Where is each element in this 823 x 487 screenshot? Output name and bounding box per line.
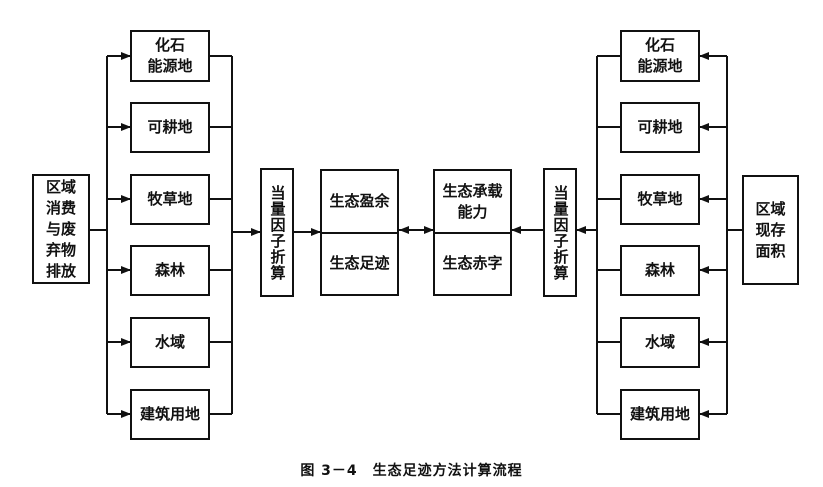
left-equivalence-factor-box: 当量因子折算 [260,168,294,297]
ecological-capacity-label: 生态承载 能力 [435,171,510,234]
right-category-arable-land: 可耕地 [620,102,700,153]
figure-caption: 图 3－4 生态足迹方法计算流程 [300,463,523,479]
left-result-box: 生态盈余 生态足迹 [320,169,399,296]
regional-consumption-box: 区域 消费 与废 弃物 排放 [32,174,90,284]
regional-existing-area-box: 区域 现存 面积 [742,175,799,285]
left-category-arable-land: 可耕地 [130,102,210,153]
right-equivalence-factor-box: 当量因子折算 [543,168,577,297]
ecological-deficit-label: 生态赤字 [435,231,510,295]
right-category-forest: 森林 [620,245,700,296]
right-result-box: 生态承载 能力 生态赤字 [433,169,512,296]
right-category-pasture: 牧草地 [620,174,700,225]
left-category-built-land: 建筑用地 [130,389,210,440]
ecological-surplus-label: 生态盈余 [322,171,397,234]
left-category-pasture: 牧草地 [130,174,210,225]
left-category-forest: 森林 [130,245,210,296]
right-category-fossil-energy-land: 化石 能源地 [620,30,700,82]
ecological-footprint-label: 生态足迹 [322,231,397,295]
right-category-built-land: 建筑用地 [620,389,700,440]
left-category-water: 水域 [130,317,210,368]
left-category-fossil-energy-land: 化石 能源地 [130,30,210,82]
right-category-water: 水域 [620,317,700,368]
